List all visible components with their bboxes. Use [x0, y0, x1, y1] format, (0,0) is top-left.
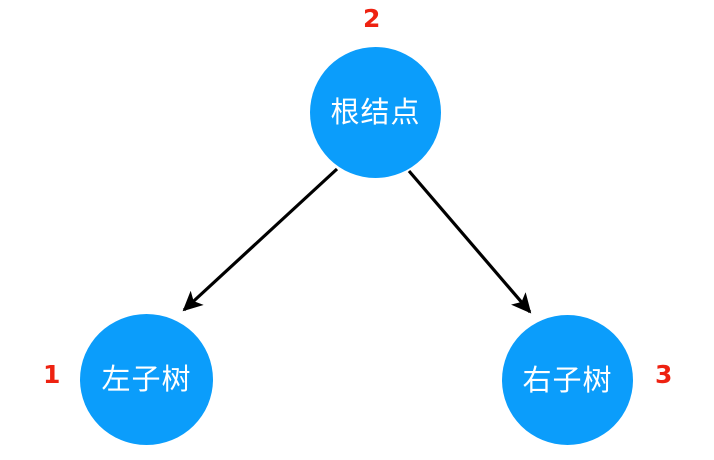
- tree-node-right-subtree[interactable]: 右子树: [502, 315, 633, 445]
- tree-node-right-subtree-label: 右子树: [522, 362, 613, 397]
- traversal-order-label-left: 1: [43, 360, 61, 389]
- tree-node-root[interactable]: 根结点: [310, 47, 441, 178]
- tree-node-left-subtree[interactable]: 左子树: [80, 314, 213, 445]
- tree-node-left-subtree-label: 左子树: [101, 362, 192, 396]
- edge-root-to-left: [182, 167, 339, 312]
- traversal-order-label-right: 3: [655, 360, 673, 389]
- traversal-order-label-root: 2: [363, 4, 381, 33]
- tree-node-root-label: 根结点: [330, 95, 421, 129]
- edge-root-to-right: [407, 169, 532, 314]
